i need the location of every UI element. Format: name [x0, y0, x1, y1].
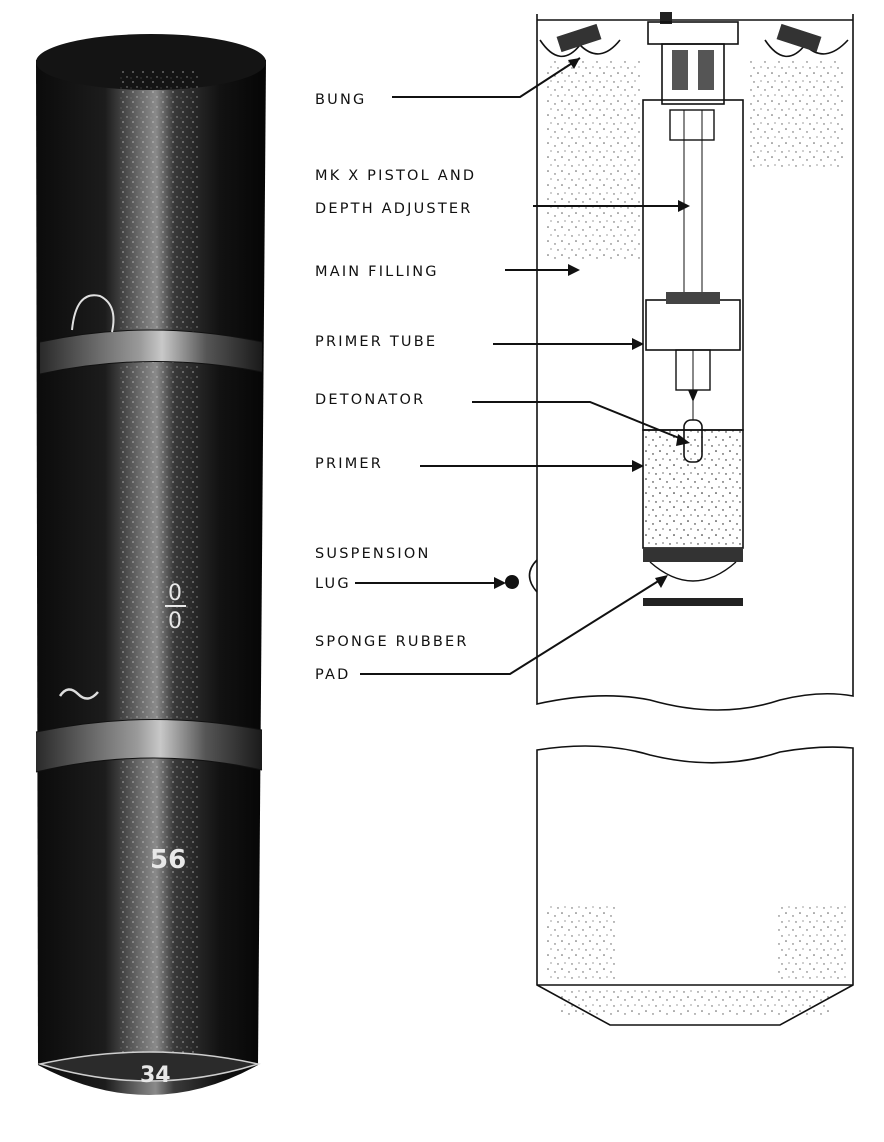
primer-block [642, 429, 744, 549]
main-filling-left [545, 60, 640, 260]
callout-bung-group: BUNG [315, 57, 581, 108]
callout-sponge-line1: SPONGE RUBBER [315, 634, 469, 650]
bung-right [776, 23, 822, 53]
depth-adjuster [645, 292, 741, 420]
sectional-drawing [505, 12, 854, 1026]
upper-band [40, 330, 262, 374]
suspension-lug [505, 559, 538, 593]
callout-main-filling: MAIN FILLING [315, 264, 439, 280]
stencil-fraction-bottom: 0 [168, 609, 182, 634]
callout-primer: PRIMER [315, 456, 383, 472]
canister-sheen [120, 70, 200, 1060]
callout-suspension-lug-group: SUSPENSION LUG [315, 546, 506, 592]
clip-mark [58, 688, 99, 700]
base-filling [560, 988, 830, 1018]
casing-upper [536, 14, 854, 711]
stencil-number: 56 [150, 845, 186, 875]
lower-filling-left [545, 905, 615, 980]
callout-suspension-line1: SUSPENSION [315, 546, 431, 562]
lower-band [36, 719, 262, 772]
casing-lower [536, 745, 854, 1026]
sponge-pad [643, 548, 743, 606]
main-filling-right [748, 60, 843, 170]
callout-sponge-line2: PAD [315, 667, 351, 683]
callout-main-filling-group: MAIN FILLING [315, 264, 580, 280]
callout-primer-group: PRIMER [315, 456, 644, 472]
callout-primer-tube: PRIMER TUBE [315, 334, 437, 350]
canister-photo: 0 0 56 34 [35, 34, 266, 1095]
callout-detonator: DETONATOR [315, 392, 425, 408]
pistol-head [647, 12, 739, 105]
canister-top [36, 34, 266, 90]
lower-filling-right [778, 905, 848, 980]
bung-left [556, 23, 602, 53]
canister-bottom-rim [37, 1051, 261, 1082]
callout-bung: BUNG [315, 92, 366, 108]
callout-pistol-group: MK X PISTOL AND DEPTH ADJUSTER [315, 168, 690, 217]
stencil-fraction-top: 0 [168, 581, 182, 606]
callout-primer-tube-group: PRIMER TUBE [315, 334, 644, 350]
callout-detonator-group: DETONATOR [315, 392, 690, 446]
callout-pistol-line1: MK X PISTOL AND [315, 168, 476, 184]
callout-pistol-line2: DEPTH ADJUSTER [315, 201, 473, 217]
callout-suspension-line2: LUG [315, 576, 351, 592]
callout-sponge-pad-group: SPONGE RUBBER PAD [315, 575, 668, 683]
band-loop [71, 294, 115, 333]
base-number: 34 [140, 1063, 171, 1088]
